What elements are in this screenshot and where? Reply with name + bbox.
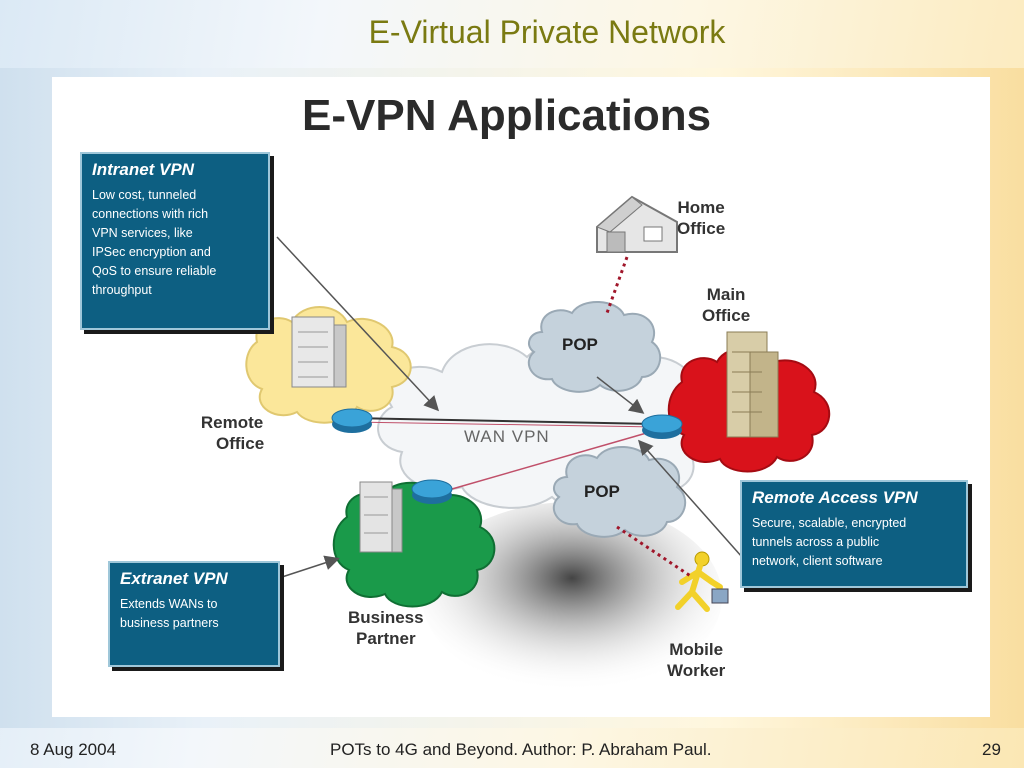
partner-tunnel-line <box>451 429 658 490</box>
extranet-vpn-text: Extends WANs to business partners <box>120 597 219 630</box>
remote-office-label: Remote Office <box>200 413 265 453</box>
page-number: 29 <box>982 740 1001 759</box>
mobile-worker-figure <box>675 551 729 612</box>
intranet-vpn-callout: Intranet VPN Low cost, tunneled connecti… <box>80 152 270 330</box>
pop-top-cloud <box>527 300 662 393</box>
main-office-building <box>726 331 779 438</box>
business-partner-cloud <box>332 481 496 608</box>
mobile-dotted-link <box>616 525 693 579</box>
business-partner-label: Business Partner <box>348 608 424 648</box>
remote-access-vpn-callout: Remote Access VPN Secure, scalable, encr… <box>740 480 968 588</box>
remote-access-vpn-heading: Remote Access VPN <box>752 488 918 507</box>
remote-access-arrow <box>638 439 743 558</box>
extranet-arrow <box>281 555 340 578</box>
wan-tunnel-line <box>351 417 658 425</box>
router-remote-office <box>331 408 373 433</box>
pop-arrow <box>596 376 645 414</box>
router-main-office <box>641 414 683 439</box>
remote-tunnel-line <box>351 421 658 428</box>
figure-title: E-VPN Applications <box>302 91 712 140</box>
remote-access-vpn-text: Secure, scalable, encrypted tunnels acro… <box>752 516 907 568</box>
extranet-vpn-heading: Extranet VPN <box>120 569 228 588</box>
extranet-vpn-callout: Extranet VPN Extends WANs to business pa… <box>108 561 280 667</box>
pop-bottom-label: POP <box>584 482 620 501</box>
mobile-worker-label: Mobile Worker <box>667 640 726 680</box>
main-office-label: Main Office <box>702 285 751 325</box>
pop-bottom-cloud <box>552 445 687 538</box>
business-partner-building <box>359 481 403 553</box>
intranet-vpn-text: Low cost, tunneled connections with rich… <box>92 188 217 297</box>
home-office-label: Home Office <box>677 198 726 238</box>
router-business-partner <box>411 479 453 504</box>
home-dotted-link <box>605 256 629 314</box>
network-diagram <box>245 195 831 692</box>
home-office-house <box>596 195 678 253</box>
slide-title: E-Virtual Private Network <box>368 14 726 50</box>
footer-center-text: POTs to 4G and Beyond. Author: P. Abraha… <box>330 740 712 759</box>
pop-top-label: POP <box>562 335 598 354</box>
intranet-arrow <box>276 236 440 412</box>
intranet-vpn-heading: Intranet VPN <box>92 160 195 179</box>
footer-date: 8 Aug 2004 <box>30 740 117 759</box>
remote-office-building <box>291 316 347 388</box>
evpn-figure: E-VPN Applications <box>52 77 990 717</box>
wan-shadow <box>422 502 722 692</box>
wan-vpn-label: WAN VPN <box>464 427 550 446</box>
